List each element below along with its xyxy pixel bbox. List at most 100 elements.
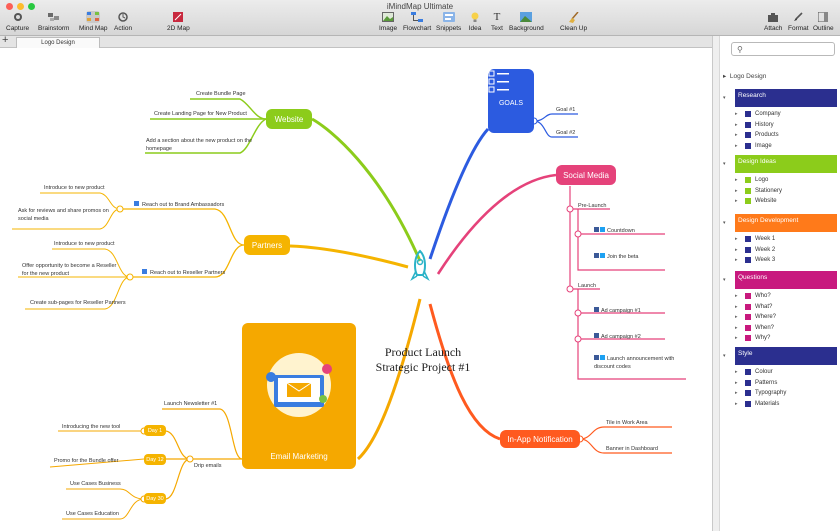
clean-up-button[interactable]: Clean Up	[560, 11, 587, 32]
mindmap-button[interactable]: Mind Map	[79, 11, 108, 32]
expand-arrow-icon[interactable]: ▸	[735, 121, 738, 128]
social-item[interactable]: Ad campaign #2	[594, 333, 641, 340]
outline-section[interactable]: Design Ideas	[735, 155, 837, 173]
expand-arrow-icon[interactable]: ▸	[735, 187, 738, 194]
goal-item[interactable]: Goal #2	[556, 130, 576, 136]
zoom-window-button[interactable]	[28, 3, 35, 10]
minimize-window-button[interactable]	[17, 3, 24, 10]
email-day-item[interactable]: Introducing the new tool	[62, 424, 121, 430]
close-window-button[interactable]	[6, 3, 13, 10]
flowchart-button[interactable]: Flowchart	[403, 11, 431, 32]
action-button[interactable]: Action	[114, 11, 132, 32]
background-button[interactable]: Background	[509, 11, 544, 32]
expand-arrow-icon[interactable]: ▸	[735, 324, 738, 331]
outline-section[interactable]: Style	[735, 347, 837, 365]
day-node[interactable]: Day 12	[144, 454, 166, 465]
expand-arrow-icon[interactable]: ▸	[735, 400, 738, 407]
outline-root[interactable]: ▸ Logo Design	[723, 73, 767, 80]
social-item[interactable]: Countdown	[594, 227, 635, 234]
expand-arrow-icon[interactable]: ▸	[735, 369, 738, 375]
add-tab-button[interactable]: +	[2, 34, 9, 46]
in-app-item[interactable]: Tile in Work Area	[606, 420, 648, 426]
capture-button[interactable]: Capture	[6, 11, 29, 32]
in-app-notification-node[interactable]: In-App Notification	[500, 430, 580, 448]
email-item[interactable]: Drip emails	[194, 463, 222, 469]
section-toggle[interactable]: ▾	[723, 95, 726, 101]
image-button[interactable]: Image	[379, 11, 397, 32]
outline-item[interactable]: ▸Who?	[735, 293, 771, 299]
website-node[interactable]: Website	[266, 109, 312, 129]
expand-arrow-icon[interactable]: ▸	[735, 198, 738, 204]
outline-item[interactable]: ▸Where?	[735, 314, 776, 320]
website-child[interactable]: Add a section about the new product on t…	[146, 138, 253, 152]
email-day-item[interactable]: Use Cases Education	[66, 511, 119, 517]
outline-item[interactable]: ▸Colour	[735, 369, 773, 375]
expand-arrow-icon[interactable]: ▸	[735, 246, 738, 253]
tab-logo-design[interactable]: Logo Design	[16, 37, 100, 48]
brainstorm-button[interactable]: Brainstorm	[38, 11, 69, 32]
social-item[interactable]: Ad campaign #1	[594, 307, 641, 314]
outline-button[interactable]: Outline	[813, 11, 834, 32]
partner-item[interactable]: Ask for reviews and share promos on soci…	[18, 208, 109, 222]
day-node[interactable]: Day 30	[144, 493, 166, 504]
email-day-item[interactable]: Use Cases Business	[70, 481, 121, 487]
outline-section[interactable]: Questions	[735, 271, 837, 289]
expand-arrow-icon[interactable]: ▸	[735, 293, 738, 299]
email-day-item[interactable]: Promo for the Bundle offer	[54, 458, 119, 464]
partner-item[interactable]: Offer opportunity to become a Reseller f…	[22, 263, 117, 277]
social-item[interactable]: Join the beta	[594, 253, 639, 260]
partner-item[interactable]: Create sub-pages for Reseller Partners	[30, 300, 126, 306]
outline-item[interactable]: ▸Company	[735, 111, 781, 117]
2d-map-button[interactable]: 2D Map	[167, 11, 190, 32]
launch-label[interactable]: Launch	[578, 283, 597, 289]
in-app-item[interactable]: Banner in Dashboard	[606, 446, 658, 452]
outline-section[interactable]: Research	[735, 89, 837, 107]
search-box[interactable]: ⚲	[731, 42, 835, 56]
outline-item[interactable]: ▸Website	[735, 198, 777, 204]
expand-arrow-icon[interactable]: ▸	[735, 303, 738, 310]
expand-arrow-icon[interactable]: ▸	[735, 236, 738, 242]
section-toggle[interactable]: ▾	[723, 277, 726, 283]
scrollbar[interactable]	[713, 36, 720, 531]
mind-map-canvas[interactable]: Product Launch Strategic Project #1 Webs…	[0, 49, 712, 531]
day-node[interactable]: Day 1	[144, 425, 166, 436]
outline-item[interactable]: ▸When?	[735, 324, 774, 331]
social-media-node[interactable]: Social Media	[556, 165, 616, 185]
partner-item[interactable]: Introduce to new product	[54, 241, 115, 247]
idea-button[interactable]: Idea	[468, 11, 482, 32]
partners-node[interactable]: Partners	[244, 235, 290, 255]
expand-arrow-icon[interactable]: ▸	[735, 314, 738, 320]
outline-section[interactable]: Design Development	[735, 214, 837, 232]
outline-item[interactable]: ▸History	[735, 121, 774, 128]
website-child[interactable]: Create Landing Page for New Product	[154, 111, 247, 117]
partner-group[interactable]: Reach out to Reseller Partners	[142, 269, 225, 276]
outline-item[interactable]: ▸Products	[735, 132, 779, 138]
format-button[interactable]: Format	[788, 11, 809, 32]
expand-arrow-icon[interactable]: ▸	[735, 379, 738, 386]
goals-node[interactable]: GOALS	[488, 69, 534, 133]
outline-item[interactable]: ▸Patterns	[735, 379, 777, 386]
email-marketing-node[interactable]: Email Marketing	[242, 323, 356, 469]
goal-item[interactable]: Goal #1	[556, 107, 576, 113]
attach-button[interactable]: Attach	[764, 11, 782, 32]
snippets-button[interactable]: Snippets	[436, 11, 461, 32]
outline-item[interactable]: ▸What?	[735, 303, 772, 310]
expand-arrow-icon[interactable]: ▸	[735, 177, 738, 183]
outline-item[interactable]: ▸Week 2	[735, 246, 775, 253]
outline-item[interactable]: ▸Image	[735, 142, 772, 149]
section-toggle[interactable]: ▾	[723, 220, 726, 226]
partner-item[interactable]: Introduce to new product	[44, 185, 105, 191]
section-toggle[interactable]: ▾	[723, 353, 726, 359]
email-item[interactable]: Launch Newsletter #1	[164, 401, 218, 407]
search-input[interactable]	[746, 44, 832, 55]
pre-launch-label[interactable]: Pre-Launch	[578, 203, 607, 209]
outline-item[interactable]: ▸Typography	[735, 390, 786, 396]
expand-arrow-icon[interactable]: ▸	[735, 390, 738, 396]
outline-item[interactable]: ▸Logo	[735, 177, 768, 183]
text-button[interactable]: T Text	[490, 11, 504, 32]
expand-arrow-icon[interactable]: ▸	[735, 335, 738, 341]
partner-group[interactable]: Reach out to Brand Ambassadors	[134, 201, 224, 208]
outline-item[interactable]: ▸Why?	[735, 335, 770, 341]
website-child[interactable]: Create Bundle Page	[196, 91, 246, 97]
expand-arrow-icon[interactable]: ▸	[735, 257, 738, 263]
